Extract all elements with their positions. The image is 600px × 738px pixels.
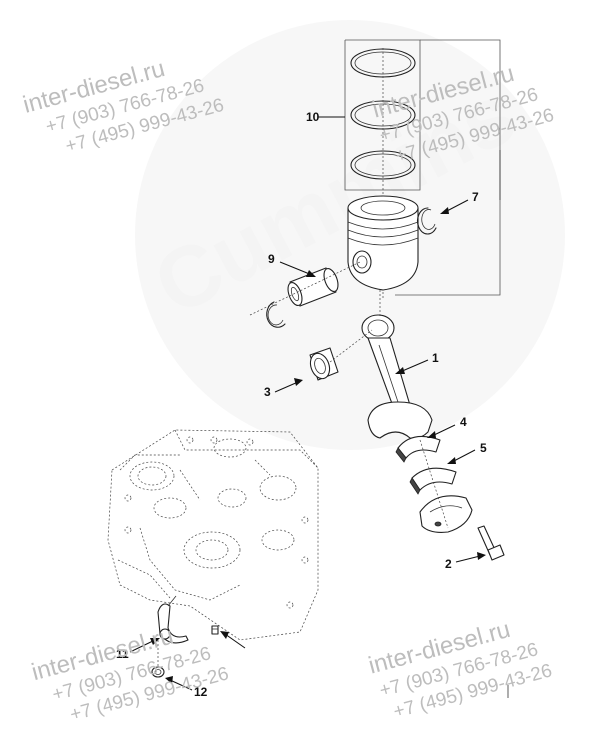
piston-cooling-nozzle [157, 595, 189, 644]
callout-9: 9 [268, 252, 275, 266]
connecting-rod-bolt [477, 525, 505, 561]
pin-bushing [309, 347, 339, 381]
bearing-shell-lower [409, 467, 457, 495]
bearing-shell-upper [395, 435, 441, 463]
engine-block [107, 429, 319, 641]
callout-labels: 10 7 9 1 3 4 5 2 11 12 [116, 110, 487, 699]
retaining-ring-left [266, 301, 286, 328]
retaining-ring-right [417, 207, 437, 235]
callout-11: 12 [194, 685, 208, 699]
piston [347, 195, 419, 291]
rod-big-end [367, 401, 433, 439]
callout-8: 10 [306, 110, 320, 124]
nozzle-screw [211, 625, 219, 635]
callout-4: 4 [460, 415, 467, 429]
callout-5: 5 [480, 441, 487, 455]
callout-10: 11 [116, 647, 129, 661]
piston-pin [249, 261, 361, 316]
watermark-bottom-left: inter-diesel.ru +7 (903) 766-78-26 +7 (4… [29, 622, 231, 725]
callout-2: 2 [445, 557, 452, 571]
leader-lines [129, 116, 486, 691]
rod-small-end [361, 314, 395, 342]
callout-1: 1 [432, 351, 439, 365]
callout-7: 7 [472, 190, 479, 204]
watermark-bottom-right: inter-diesel.ru +7 (903) 766-78-26 +7 (4… [366, 616, 555, 723]
connecting-rod [361, 314, 433, 439]
piston-ring-oil [350, 150, 416, 180]
nozzle-seal-ring [151, 666, 165, 678]
connecting-rod-cap [419, 495, 473, 533]
ring-set-frame [344, 39, 421, 191]
callout-3: 3 [264, 385, 271, 399]
